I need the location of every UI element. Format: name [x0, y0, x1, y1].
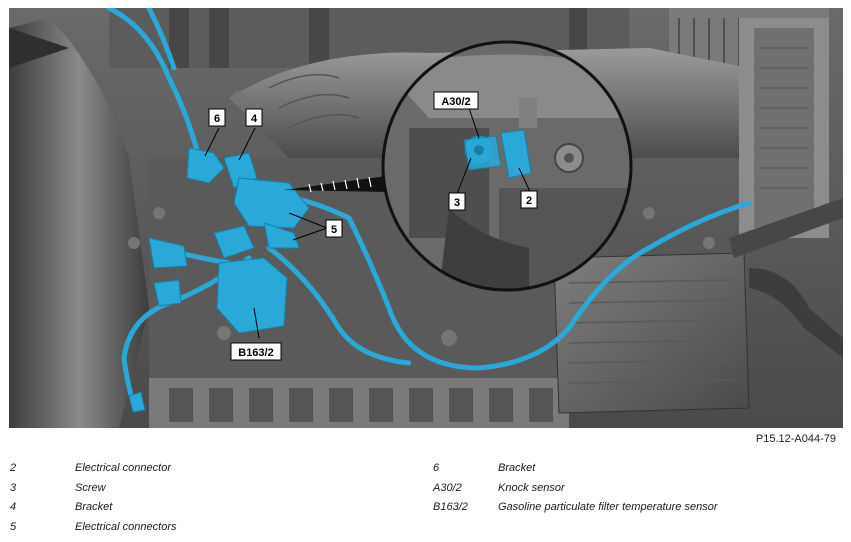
legend-number: 5: [10, 521, 17, 533]
legend-description: Bracket: [498, 462, 536, 474]
svg-text:B163/2: B163/2: [238, 347, 273, 359]
callout-2: 2: [520, 190, 538, 209]
legend-number: 2: [10, 462, 17, 474]
callout-4: 4: [245, 108, 263, 127]
callout-b163-2: B163/2: [230, 342, 282, 361]
legend-number: A30/2: [433, 482, 462, 494]
electrical-connector-2: [500, 129, 532, 179]
legend-description: Electrical connectors: [75, 521, 177, 533]
engine-illustration: 6 4 5 A30/2 3 2 B163/2: [9, 8, 843, 428]
legend-number: 3: [10, 482, 17, 494]
control-unit: [553, 252, 750, 414]
bracket-6: [186, 147, 225, 184]
legend-description: Gasoline particulate filter temperature …: [498, 501, 718, 513]
legend-number: 4: [10, 501, 17, 513]
callout-5: 5: [325, 219, 343, 238]
legend-description: Knock sensor: [498, 482, 565, 494]
svg-text:5: 5: [331, 224, 337, 236]
detail-zoom-circle: [381, 40, 633, 292]
legend-number: B163/2: [433, 501, 468, 513]
figure-code: P15.12-A044-79: [755, 433, 836, 445]
callout-6: 6: [208, 108, 226, 127]
svg-text:A30/2: A30/2: [441, 96, 470, 108]
legend-description: Bracket: [75, 501, 113, 513]
legend-description: Electrical connector: [75, 462, 171, 474]
svg-text:6: 6: [214, 113, 220, 125]
svg-text:2: 2: [526, 195, 532, 207]
callout-a30-2: A30/2: [433, 91, 479, 110]
callout-3: 3: [448, 192, 466, 211]
svg-text:4: 4: [251, 113, 258, 125]
electrical-connectors-5: [233, 177, 310, 229]
legend-number: 6: [433, 462, 440, 474]
exhaust-pipe: [9, 18, 149, 428]
wiring-harness: [106, 8, 752, 409]
svg-text:3: 3: [454, 197, 460, 209]
legend-description: Screw: [75, 482, 106, 494]
temperature-sensor-b163-2: [216, 257, 288, 334]
